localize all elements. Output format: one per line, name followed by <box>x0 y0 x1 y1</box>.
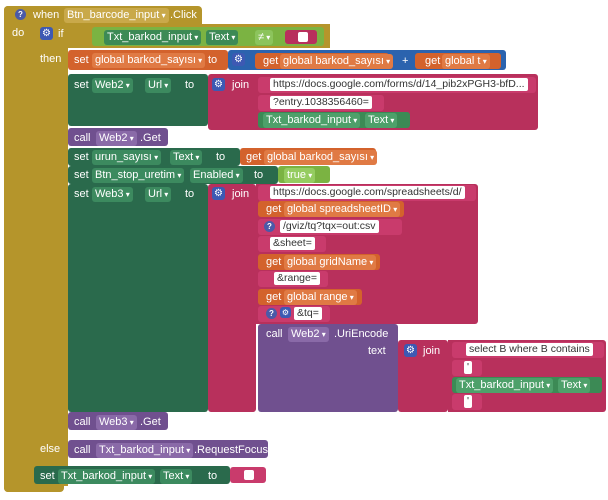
set-label: set <box>74 54 89 66</box>
set-label: set <box>74 169 89 181</box>
get-t-label: get <box>425 55 441 67</box>
boolean-value-dropdown[interactable]: true <box>284 168 316 183</box>
condition-component-dropdown[interactable]: Txt_barkod_input <box>104 30 202 45</box>
text-prop-dropdown[interactable]: Text <box>558 378 591 393</box>
get-global-var-dropdown[interactable]: global barkod_sayısı <box>264 150 378 165</box>
method-label: .RequestFocus <box>194 444 268 456</box>
to-label: to <box>216 151 226 163</box>
textbox-component-dropdown[interactable]: Txt_barkod_input <box>263 113 361 128</box>
spreadsheet-url-string-field[interactable]: https://docs.google.com/spreadsheets/d/ <box>270 186 465 199</box>
else-label: else <box>40 443 61 455</box>
sheet-string-field[interactable]: &sheet= <box>270 237 315 250</box>
add-mutator-gear-icon[interactable]: ⚙ <box>232 53 245 66</box>
query-string-field[interactable]: select B where B contains <box>466 343 593 356</box>
event-block-footer <box>4 482 64 492</box>
web3-component-dropdown[interactable]: Web3 <box>92 187 133 202</box>
plus-label: + <box>402 55 409 67</box>
if-block-left-body <box>34 24 68 486</box>
empty-string-field[interactable] <box>298 32 308 42</box>
help-icon[interactable]: ? <box>264 221 275 232</box>
btn-stop-component-dropdown[interactable]: Btn_stop_uretim <box>92 168 185 183</box>
text-prop-dropdown[interactable]: Text <box>170 150 203 165</box>
textbox-component-dropdown[interactable]: Txt_barkod_input <box>456 378 554 393</box>
url-prop-dropdown[interactable]: Url <box>145 78 172 93</box>
to-label: to <box>208 470 218 482</box>
to-label: to <box>185 188 195 200</box>
method-label: .UriEncode <box>334 328 389 340</box>
condition-prop-dropdown[interactable]: Text <box>206 30 239 45</box>
get-global-grid-name-dropdown[interactable]: global gridName <box>284 255 377 270</box>
get-label: get <box>266 291 282 303</box>
range-string-field[interactable]: &range= <box>274 272 320 285</box>
set-label: set <box>74 151 89 163</box>
textbox-component-dropdown[interactable]: Txt_barkod_input <box>96 443 194 458</box>
method-label: .Get <box>140 132 161 144</box>
string-mutator-gear-icon[interactable]: ⚙ <box>280 307 291 318</box>
join-mutator-gear-icon[interactable]: ⚙ <box>404 344 417 357</box>
text-param-label: text <box>368 345 386 357</box>
get-label: get <box>263 55 279 67</box>
get-global-range-dropdown[interactable]: global range <box>284 290 357 305</box>
to-label: to <box>254 169 264 181</box>
help-icon[interactable]: ? <box>266 308 277 319</box>
get-global-spreadsheet-id-dropdown[interactable]: global spreadsheetID <box>284 202 401 217</box>
set-global-var-dropdown[interactable]: global barkod_sayısı <box>92 53 206 68</box>
when-label: when <box>33 9 60 21</box>
quote-string-field[interactable]: ' <box>464 361 473 374</box>
join-mutator-gear-icon[interactable]: ⚙ <box>212 187 225 200</box>
url-prop-dropdown[interactable]: Url <box>145 187 172 202</box>
web3-component-dropdown[interactable]: Web3 <box>96 415 137 430</box>
join-label: join <box>232 79 250 91</box>
web2-component-dropdown[interactable]: Web2 <box>92 78 133 93</box>
to-label: to <box>208 54 218 66</box>
gviz-string-field[interactable]: /gviz/tq?tqx=out:csv <box>280 220 379 233</box>
call-label: call <box>266 328 283 340</box>
call-label: call <box>74 416 91 428</box>
event-component-dropdown[interactable]: Btn_barcode_input <box>64 8 169 23</box>
join-label: join <box>232 188 250 200</box>
event-name-label: .Click <box>170 9 197 21</box>
text-prop-dropdown[interactable]: Text <box>160 469 193 484</box>
urun-sayisi-component-dropdown[interactable]: urun_sayısı <box>92 150 162 165</box>
entry-string-field[interactable]: ?entry.1038356460= <box>270 96 372 109</box>
help-icon[interactable]: ? <box>15 9 26 20</box>
tq-string-field[interactable]: &tq= <box>294 307 322 320</box>
do-label: do <box>12 27 25 39</box>
set-label: set <box>40 470 55 482</box>
join-label: join <box>423 345 441 357</box>
join-block[interactable] <box>208 184 256 412</box>
get-global-t-dropdown[interactable]: global t <box>442 54 490 69</box>
call-label: call <box>74 444 91 456</box>
get-label: get <box>246 151 262 163</box>
get-label: get <box>266 203 282 215</box>
set-label: set <box>74 188 89 200</box>
get-label: get <box>266 256 282 268</box>
empty-string-field[interactable] <box>244 470 254 480</box>
method-label: .Get <box>140 416 161 428</box>
call-label: call <box>74 132 91 144</box>
set-web3-url-block[interactable] <box>68 184 208 412</box>
join-mutator-gear-icon[interactable]: ⚙ <box>212 78 225 91</box>
web2-component-dropdown[interactable]: Web2 <box>96 131 137 146</box>
get-global-var-dropdown[interactable]: global barkod_sayısı <box>280 54 394 69</box>
url-string-field[interactable]: https://docs.google.com/forms/d/14_pib2x… <box>270 78 528 91</box>
enabled-prop-dropdown[interactable]: Enabled <box>190 168 243 183</box>
web2-component-dropdown[interactable]: Web2 <box>288 327 329 342</box>
textbox-component-dropdown[interactable]: Txt_barkod_input <box>58 469 156 484</box>
then-label: then <box>40 53 62 65</box>
set-label: set <box>74 79 89 91</box>
compare-operator-dropdown[interactable]: ≠ <box>255 30 274 45</box>
if-label: if <box>58 28 64 40</box>
to-label: to <box>185 79 195 91</box>
event-block-body-left <box>4 6 34 492</box>
if-mutator-gear-icon[interactable]: ⚙ <box>40 27 53 40</box>
if-block-then-row <box>34 48 68 68</box>
quote-string-field[interactable]: ' <box>464 395 473 408</box>
text-prop-dropdown[interactable]: Text <box>365 113 398 128</box>
